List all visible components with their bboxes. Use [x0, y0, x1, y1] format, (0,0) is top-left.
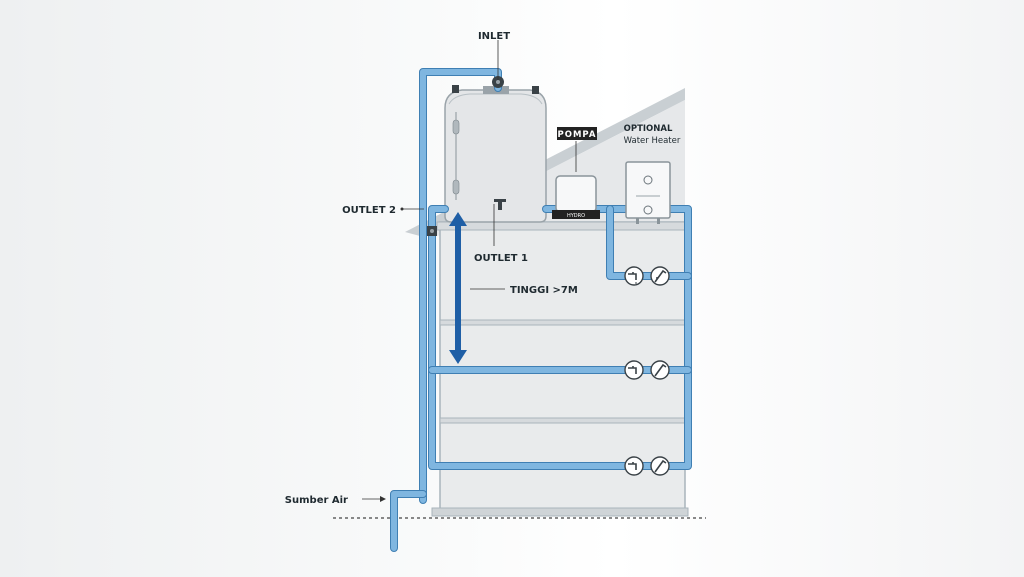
outlet1-label: OUTLET 1 — [474, 253, 528, 264]
pompa-badge: POMPA — [557, 127, 597, 140]
optional-label: OPTIONAL — [624, 124, 673, 134]
leader-lines — [362, 40, 577, 502]
shower-icon — [650, 456, 670, 476]
pump: HYDRO — [552, 175, 600, 219]
inlet-valve — [492, 76, 504, 88]
pump-brand-label: HYDRO — [567, 213, 585, 219]
water-heater-label: Water Heater — [624, 136, 681, 146]
inlet-label: INLET — [478, 31, 510, 42]
shower-icon — [650, 360, 670, 380]
outlet2-valve — [427, 226, 437, 236]
faucet-icon — [624, 266, 644, 286]
water-tank — [444, 85, 547, 223]
fixtures-floor-top — [624, 266, 670, 286]
faucet-icon — [624, 456, 644, 476]
fixtures-floor-bottom — [624, 456, 670, 476]
shower-icon — [650, 266, 670, 286]
sumber-air-label: Sumber Air — [285, 495, 348, 506]
pompa-label: POMPA — [558, 130, 597, 140]
height-arrow — [449, 212, 467, 364]
faucet-icon — [624, 360, 644, 380]
fixtures-floor-middle — [624, 360, 670, 380]
tinggi-label: TINGGI >7M — [510, 285, 578, 296]
pipe-network — [390, 68, 692, 552]
outlet2-label: OUTLET 2 — [342, 205, 396, 216]
water-heater — [625, 161, 671, 224]
